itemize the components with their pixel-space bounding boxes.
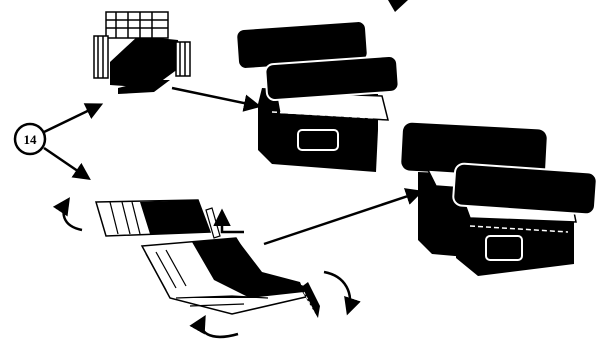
partial-arrow-icon xyxy=(388,0,408,12)
curved-rotate-arrow-icon xyxy=(222,212,244,232)
curved-rotate-arrow-icon xyxy=(202,318,238,337)
curved-rotate-arrow-icon xyxy=(324,272,350,312)
flow-arrow-icon xyxy=(172,88,258,106)
road-case-pair-icon xyxy=(401,122,597,276)
callout-14: 14 xyxy=(15,124,45,154)
unfolded-panels-icon xyxy=(96,200,320,318)
flow-arrow-icon xyxy=(44,105,100,132)
road-case-icon xyxy=(237,22,399,172)
callout-number: 14 xyxy=(24,132,38,147)
flow-arrow-icon xyxy=(264,192,420,244)
curved-rotate-arrow-icon xyxy=(64,200,82,230)
flow-arrow-icon xyxy=(44,148,88,178)
stage-with-rails-icon xyxy=(94,12,190,94)
